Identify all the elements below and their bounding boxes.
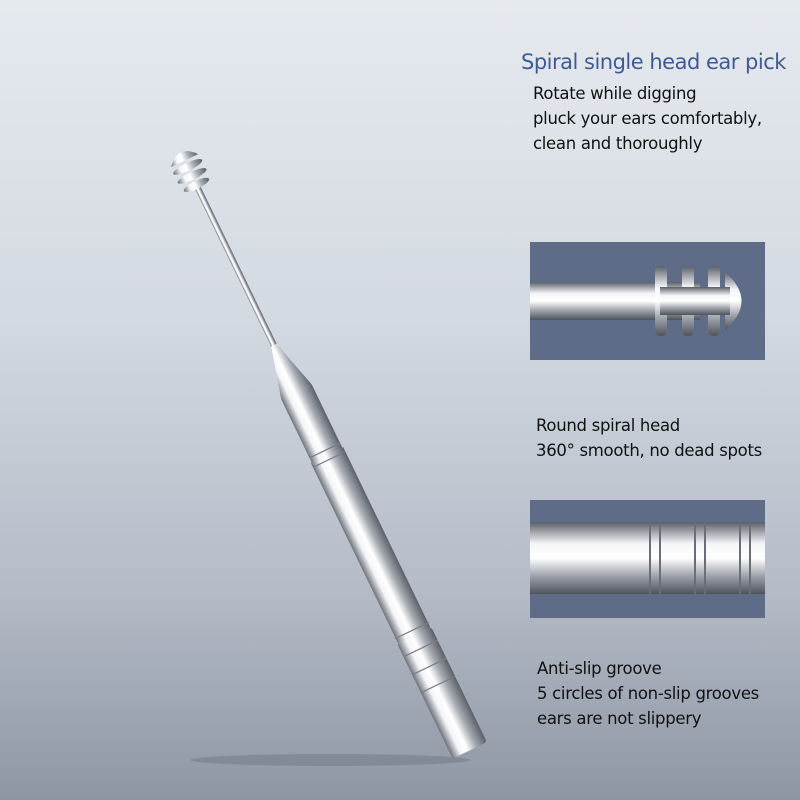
feature-detail: 360° smooth, no dead spots <box>536 441 762 460</box>
intro-line: Rotate while digging <box>533 84 697 103</box>
intro-text: Rotate while digging pluck your ears com… <box>533 81 762 156</box>
product-title: Spiral single head ear pick <box>521 50 786 74</box>
feature-heading: Round spiral head <box>536 416 680 435</box>
spiral-head-closeup <box>530 242 765 360</box>
intro-line: pluck your ears comfortably, <box>533 109 762 128</box>
feature-detail: 5 circles of non-slip grooves <box>537 684 759 703</box>
feature-detail: ears are not slippery <box>537 709 702 728</box>
intro-line: clean and thoroughly <box>533 134 703 153</box>
head-feature-text: Round spiral head 360° smooth, no dead s… <box>536 413 762 463</box>
groove-feature-text: Anti-slip groove 5 circles of non-slip g… <box>537 656 759 731</box>
groove-closeup <box>530 500 765 618</box>
feature-heading: Anti-slip groove <box>537 659 662 678</box>
